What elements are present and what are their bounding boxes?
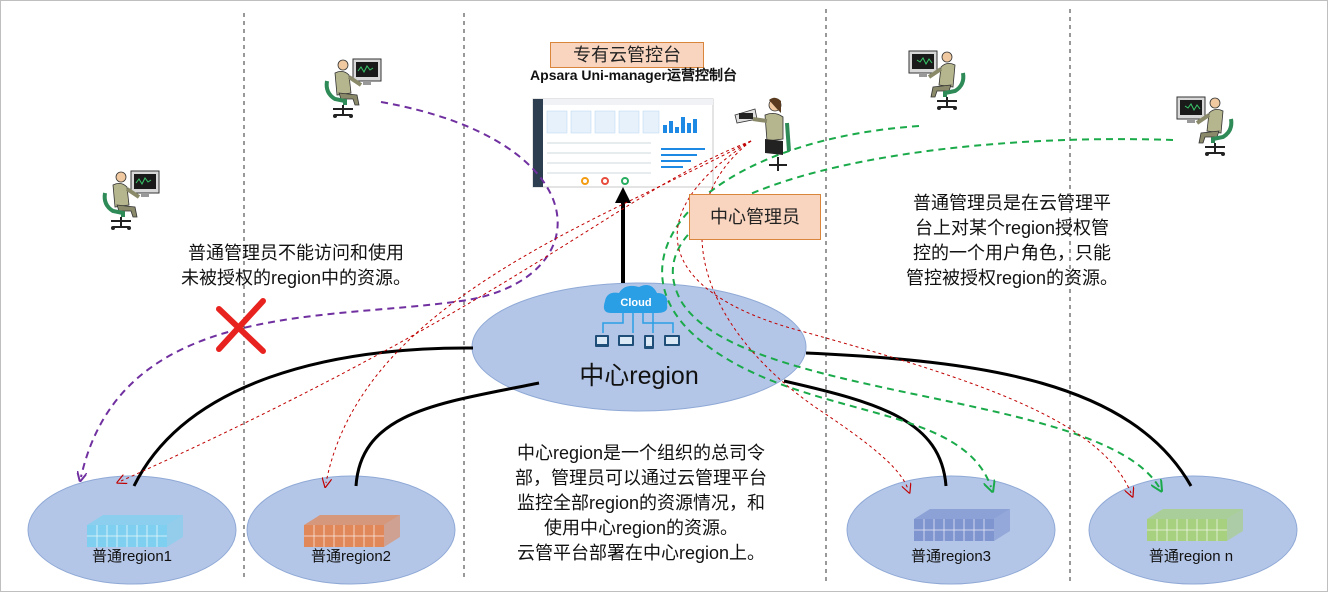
note-denied: 普通管理员不能访问和使用 未被授权的region中的资源。 xyxy=(151,241,441,291)
server-region2 xyxy=(303,514,401,548)
denied-access-path xyxy=(81,101,559,477)
lane-separators xyxy=(243,9,1071,581)
console-title-en: Apsara Uni-manager运营控制台 xyxy=(530,67,737,83)
note-denied-line-2: 未被授权的region中的资源。 xyxy=(180,268,412,288)
note-center-line-4: 使用中心region的资源。 xyxy=(543,518,739,538)
note-denied-line-1: 普通管理员不能访问和使用 xyxy=(188,243,404,263)
note-authorized: 普通管理员是在云管理平 台上对某个region授权管 控的一个用户角色，只能 管… xyxy=(867,191,1157,291)
console-screenshot xyxy=(532,98,714,188)
note-authorized-line-3: 控的一个用户角色，只能 xyxy=(913,243,1111,263)
region1-label: 普通region1 xyxy=(91,548,173,565)
note-authorized-line-2: 台上对某个region授权管 xyxy=(914,218,1110,238)
center-admin-icon xyxy=(734,97,791,171)
network-links xyxy=(132,346,1193,487)
server-regionn xyxy=(1146,508,1244,542)
note-authorized-line-1: 普通管理员是在云管理平 xyxy=(913,193,1111,213)
server-region1 xyxy=(86,514,184,548)
admin-icon-right xyxy=(1175,95,1234,158)
console-title-box: 专有云管控台 xyxy=(550,42,704,68)
note-center-line-2: 部，管理员可以通过云管理平台 xyxy=(515,468,767,488)
center-admin-label: 中心管理员 xyxy=(689,194,821,240)
upward-arrow xyxy=(615,187,631,283)
cloud-icon: Cloud xyxy=(595,285,680,349)
note-center-region: 中心region是一个组织的总司令 部，管理员可以通过云管理平台 监控全部reg… xyxy=(491,441,791,566)
authorized-paths xyxy=(661,125,1174,487)
admin-icon-top-left xyxy=(324,57,383,120)
admin-icon-top-right xyxy=(907,49,966,112)
center-region-label: 中心region xyxy=(579,362,699,390)
center-admin-text: 中心管理员 xyxy=(710,207,800,227)
denied-cross-icon xyxy=(216,298,266,354)
cloud-label: Cloud xyxy=(620,297,651,309)
console-title-cn: 专有云管控台 xyxy=(573,45,681,65)
region2-label: 普通region2 xyxy=(310,548,392,565)
region3-label: 普通region3 xyxy=(910,548,992,565)
admin-icon-left xyxy=(102,169,161,232)
server-region3 xyxy=(913,508,1011,542)
note-authorized-line-4: 管控被授权region的资源。 xyxy=(905,268,1119,288)
note-center-line-1: 中心region是一个组织的总司令 xyxy=(516,443,766,463)
regionn-label: 普通region n xyxy=(1148,548,1234,565)
note-center-line-5: 云管平台部署在中心region上。 xyxy=(516,543,766,563)
note-center-line-3: 监控全部region的资源情况，和 xyxy=(516,493,766,513)
